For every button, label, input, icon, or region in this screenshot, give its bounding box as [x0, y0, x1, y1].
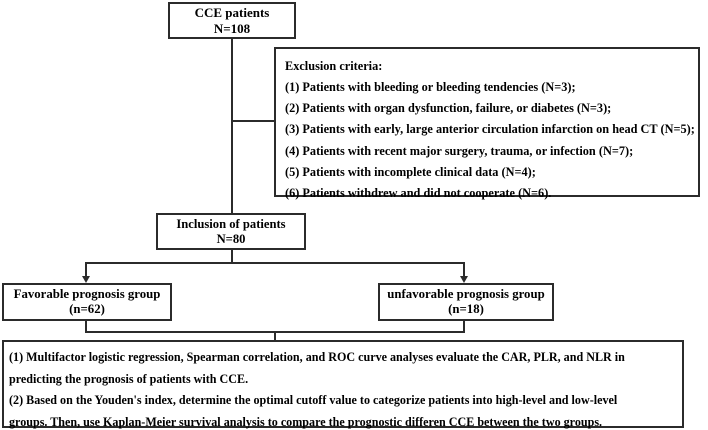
arrowhead-to-unfavorable-icon	[460, 276, 468, 283]
node-cce-patients-label: CCE patients	[194, 5, 270, 21]
node-favorable-count: (n=62)	[69, 302, 105, 316]
node-inclusion-of-patients: Inclusion of patients N=80	[156, 213, 306, 250]
connector-trunk-to-exclusion	[231, 120, 276, 122]
node-exclusion-criteria: Exclusion criteria: (1) Patients with bl…	[274, 47, 700, 200]
node-inclusion-count: N=80	[216, 231, 246, 246]
node-unfavorable-prognosis-group: unfavorable prognosis group (n=18)	[378, 283, 554, 321]
node-cce-patients: CCE patients N=108	[168, 2, 296, 39]
summary-line-2: predicting the prognosis of patients wit…	[9, 371, 249, 386]
node-cce-patients-count: N=108	[213, 20, 251, 36]
connector-split-right-drop	[463, 262, 465, 276]
node-favorable-label: Favorable prognosis group	[13, 286, 161, 301]
exclusion-item-5: (5) Patients with incomplete clinical da…	[285, 164, 536, 179]
summary-line-4: groups. Then, use Kaplan-Meier survival …	[9, 414, 603, 429]
exclusion-item-6: (6) Patients withdrew and did not cooper…	[285, 185, 552, 200]
arrowhead-to-favorable-icon	[82, 276, 90, 283]
node-analysis-summary: (1) Multifactor logistic regression, Spe…	[2, 340, 684, 429]
node-favorable-prognosis-group: Favorable prognosis group (n=62)	[2, 283, 172, 321]
node-inclusion-label: Inclusion of patients	[176, 216, 286, 231]
exclusion-item-3: (3) Patients with early, large anterior …	[285, 122, 695, 137]
exclusion-item-4: (4) Patients with recent major surgery, …	[285, 143, 634, 158]
connector-split-bar	[85, 262, 465, 264]
connector-merge-to-summary	[274, 331, 276, 341]
connector-cce-to-inclusion	[231, 39, 233, 213]
connector-favorable-down	[85, 321, 87, 333]
node-unfavorable-count: (n=18)	[448, 302, 484, 316]
summary-line-3: (2) Based on the Youden's index, determi…	[9, 393, 618, 408]
exclusion-item-2: (2) Patients with organ dysfunction, fai…	[285, 101, 612, 116]
connector-inclusion-down	[231, 250, 233, 263]
summary-line-1: (1) Multifactor logistic regression, Spe…	[9, 350, 625, 364]
connector-unfavorable-down	[463, 321, 465, 333]
connector-split-left-drop	[85, 262, 87, 276]
exclusion-item-1: (1) Patients with bleeding or bleeding t…	[285, 80, 576, 95]
exclusion-heading: Exclusion criteria:	[285, 59, 383, 73]
node-unfavorable-label: unfavorable prognosis group	[387, 286, 545, 301]
